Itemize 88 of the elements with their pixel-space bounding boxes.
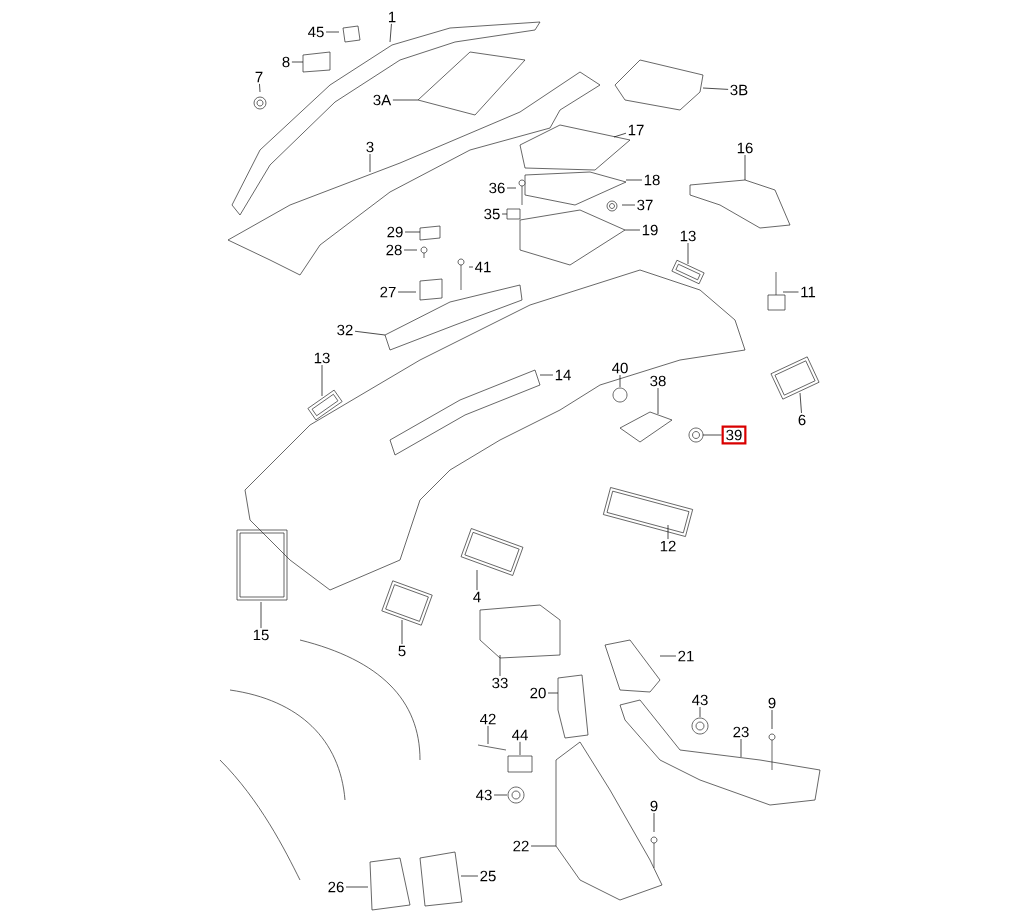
leader-line: [539, 374, 554, 376]
callout-number: 8: [280, 55, 292, 69]
leader-line: [506, 187, 517, 189]
callout-number: 40: [610, 361, 630, 375]
leader-line: [404, 231, 421, 233]
callout-number: 16: [735, 141, 755, 155]
leader-line: [625, 179, 643, 181]
leader-line: [460, 875, 479, 877]
leader-line: [653, 812, 655, 833]
callout-number: 3: [364, 140, 376, 154]
leader-line: [401, 619, 403, 645]
callout-number: 44: [510, 728, 530, 742]
callout-number: 5: [396, 644, 408, 658]
leader-line: [321, 364, 323, 397]
leader-line: [771, 709, 773, 730]
leader-line: [291, 61, 304, 63]
leader-line: [702, 87, 729, 90]
callout-number: 23: [731, 725, 751, 739]
leader-line: [499, 654, 501, 677]
leader-line: [487, 725, 489, 745]
callout-number: 7: [253, 70, 265, 84]
callout-number: 27: [378, 285, 398, 299]
callout-number: 13: [312, 351, 332, 365]
leader-line: [744, 154, 746, 181]
leader-line: [530, 845, 557, 847]
leader-line: [493, 794, 508, 796]
leader-line: [397, 291, 417, 293]
callout-number: 39: [721, 425, 747, 445]
leader-line: [667, 524, 669, 540]
callout-number: 29: [385, 225, 405, 239]
leader-line: [501, 213, 508, 215]
leader-line: [699, 706, 701, 718]
callout-number: 13: [678, 229, 698, 243]
leader-line: [547, 692, 559, 694]
leader-line: [476, 569, 478, 591]
callout-number: 38: [648, 374, 668, 388]
leader-line: [613, 132, 627, 138]
leader-line: [369, 153, 371, 173]
callout-number: 3A: [371, 93, 393, 107]
callout-number: 33: [490, 676, 510, 690]
callout-number: 15: [251, 628, 271, 642]
leader-line: [325, 31, 340, 33]
callout-number: 14: [553, 368, 573, 382]
callout-number: 3B: [728, 83, 750, 97]
callout-number: 43: [690, 693, 710, 707]
callout-number: 20: [528, 686, 548, 700]
leader-line: [619, 374, 621, 388]
leader-line: [657, 387, 659, 415]
leader-line: [403, 249, 418, 251]
leader-line: [624, 229, 641, 231]
callout-number: 37: [635, 198, 655, 212]
leader-line: [354, 330, 386, 336]
leader-line: [345, 886, 369, 888]
callout-number: 25: [478, 869, 498, 883]
leader-line: [259, 83, 261, 93]
leader-line: [260, 601, 262, 629]
callout-number: 1: [386, 10, 398, 24]
leader-line: [468, 266, 474, 268]
callout-number: 17: [626, 123, 646, 137]
callout-number: 45: [306, 25, 326, 39]
leader-line: [687, 242, 689, 265]
callout-number: 41: [473, 260, 493, 274]
callout-number: 28: [384, 243, 404, 257]
leader-line: [659, 655, 677, 657]
callout-number: 19: [640, 223, 660, 237]
leader-line: [392, 99, 419, 101]
callout-number: 36: [487, 181, 507, 195]
callout-number: 35: [482, 207, 502, 221]
callout-number: 11: [798, 285, 818, 299]
callout-number: 43: [474, 788, 494, 802]
leader-line: [740, 738, 742, 758]
leader-line: [389, 23, 392, 43]
leader-line: [702, 434, 722, 436]
callout-number: 9: [648, 799, 660, 813]
callout-number: 32: [335, 323, 355, 337]
leader-line: [519, 741, 521, 756]
callout-number: 18: [642, 173, 662, 187]
leader-line: [621, 204, 636, 206]
callout-number: 4: [471, 590, 483, 604]
callout-number: 22: [511, 839, 531, 853]
leader-line: [782, 291, 799, 293]
leader-line: [799, 392, 802, 414]
callout-number: 12: [658, 539, 678, 553]
callout-number: 42: [478, 712, 498, 726]
callout-number: 26: [326, 880, 346, 894]
callout-number: 21: [676, 649, 696, 663]
callout-number: 9: [766, 696, 778, 710]
callout-number: 6: [796, 413, 808, 427]
